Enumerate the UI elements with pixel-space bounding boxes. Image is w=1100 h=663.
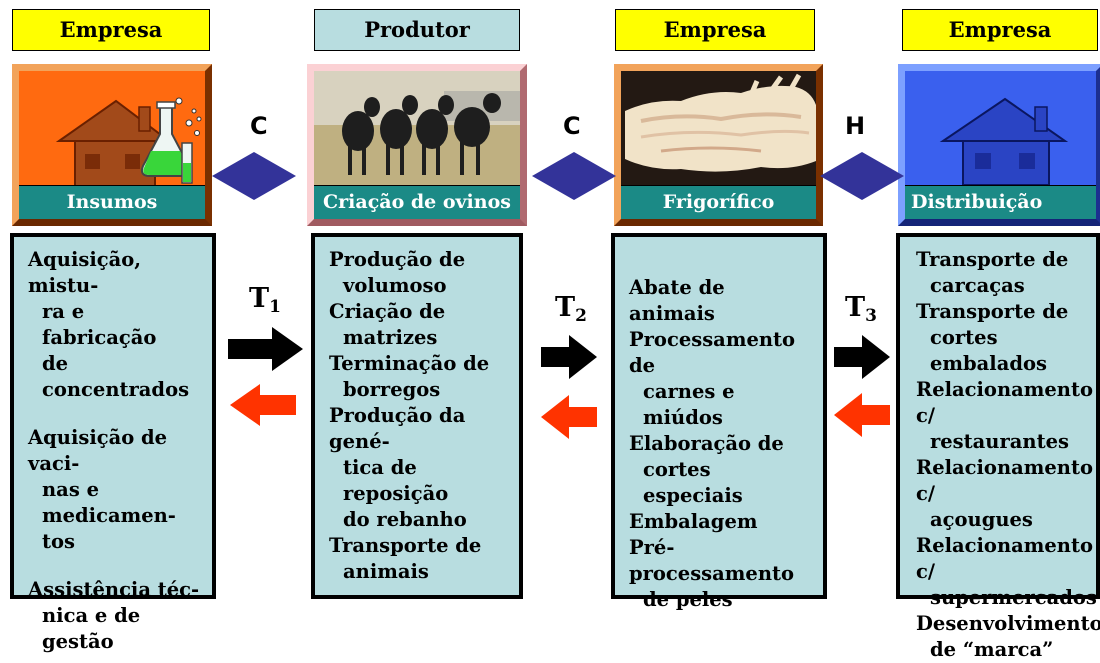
activity-item: matrizes	[343, 326, 438, 349]
activity-item: Desenvolvimento	[916, 612, 1100, 635]
activity-item: animais	[343, 560, 429, 583]
activity-item: açougues	[930, 508, 1033, 531]
criacao-frame: Criação de ovinos	[307, 64, 527, 226]
activities-box-criacao: Produção de volumoso Criação de matrizes…	[311, 233, 523, 599]
activity-item: borregos	[343, 378, 441, 401]
diamond-connector-3	[820, 152, 904, 200]
activity-item: Produção da gené-	[329, 404, 466, 453]
diamond-connector-1	[212, 152, 296, 200]
back-arrow-icon-2	[541, 395, 597, 439]
activity-item: ra e fabricação	[42, 300, 157, 349]
activity-item: restaurantes	[930, 430, 1069, 453]
activity-item: tica de reposição	[343, 456, 449, 505]
activities-box-distribuicao: Transporte de carcaças Transporte de cor…	[896, 233, 1100, 661]
activity-item: de concentrados	[42, 352, 190, 401]
activity-item: volumoso	[343, 274, 447, 297]
activity-item: nas e medicamen-	[42, 478, 176, 527]
activity-item: carnes e miúdos	[643, 380, 735, 429]
activity-item: Elaboração de	[629, 432, 784, 455]
activity-item: carcaças	[930, 274, 1025, 297]
activity-item: cortes especiais	[643, 458, 743, 507]
activity-item: Terminação de	[329, 352, 490, 375]
back-arrow-icon-3	[834, 393, 890, 437]
activity-item: nica e de gestão	[42, 604, 141, 653]
activity-item: de peles	[643, 588, 733, 611]
frigorifico-label: Frigorífico	[621, 185, 816, 219]
back-arrow-icon-1	[230, 384, 296, 426]
activity-item: Processamento de	[629, 328, 796, 377]
activity-item: Transporte de	[916, 248, 1069, 271]
connector-letter-1: C	[250, 112, 268, 140]
distribuicao-label: Distribuição	[905, 185, 1096, 219]
activity-item: Relacionamento c/	[916, 378, 1093, 427]
insumos-frame: Insumos	[12, 64, 212, 226]
header-empresa-distribuicao: Empresa	[902, 9, 1098, 51]
forward-arrow-icon-1	[228, 327, 303, 371]
activity-item: Criação de	[329, 300, 446, 323]
transaction-label-2: T2	[555, 292, 587, 326]
forward-arrow-icon-2	[541, 335, 597, 379]
activity-item: supermercados	[930, 586, 1097, 609]
activity-item: de “marca”	[930, 638, 1054, 661]
header-empresa-insumos: Empresa	[12, 9, 210, 51]
activity-item: cortes embalados	[930, 326, 1047, 375]
house-icon	[939, 97, 1069, 185]
carcass-photo	[621, 71, 816, 185]
header-produtor: Produtor	[314, 9, 520, 51]
activities-box-insumos: Aquisição, mistu- ra e fabricação de con…	[10, 233, 216, 653]
header-empresa-frigorifico: Empresa	[615, 9, 815, 51]
diamond-connector-2	[532, 152, 616, 200]
activity-item: Transporte de	[329, 534, 482, 557]
activity-item: Transporte de	[916, 300, 1069, 323]
activity-item: Assistência téc-	[28, 578, 200, 601]
criacao-label: Criação de ovinos	[314, 185, 520, 219]
transaction-label-1: T1	[249, 283, 281, 317]
connector-letter-3: H	[845, 112, 866, 140]
activity-item: Relacionamento c/	[916, 534, 1093, 583]
activity-item: Embalagem	[629, 510, 758, 533]
activity-item: Relacionamento c/	[916, 456, 1093, 505]
sheep-photo	[314, 71, 520, 185]
activity-item: Aquisição de vaci-	[28, 426, 168, 475]
connector-letter-2: C	[563, 112, 581, 140]
activity-item: Aquisição, mistu-	[28, 248, 142, 297]
house-flask-icon	[55, 97, 202, 186]
activity-item: do rebanho	[343, 508, 467, 531]
frigorifico-frame: Frigorífico	[614, 64, 823, 226]
activity-item: Pré-processamento	[629, 536, 795, 585]
insumos-label: Insumos	[19, 185, 205, 219]
forward-arrow-icon-3	[834, 335, 890, 379]
activity-item: Abate de animais	[629, 276, 725, 325]
distribuicao-frame: Distribuição	[898, 64, 1100, 226]
transaction-label-3: T3	[845, 292, 877, 326]
activities-box-frigorifico: Abate de animais Processamento de carnes…	[611, 233, 827, 611]
activity-item: Produção de	[329, 248, 466, 271]
activity-item: tos	[42, 530, 75, 553]
